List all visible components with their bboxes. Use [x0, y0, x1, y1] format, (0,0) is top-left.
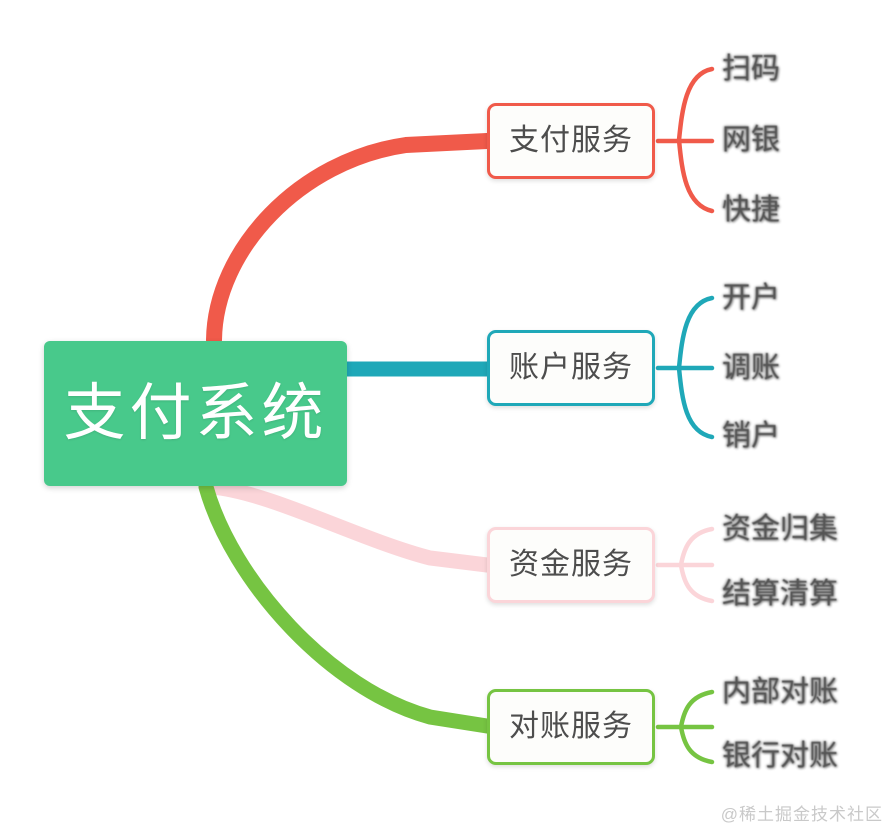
leaf-label[interactable]: 银行对账: [722, 740, 839, 772]
brace-branch-1: [676, 295, 715, 440]
edge-root-to-branch-2: [204, 479, 495, 573]
root-node-label: 支付系统: [63, 378, 328, 448]
branch-node-payment-service[interactable]: 支付服务: [487, 103, 655, 179]
brace-branch-3: [678, 689, 715, 765]
branch-node-reconciliation-service[interactable]: 对账服务: [487, 689, 655, 765]
edge-root-to-branch-3: [198, 479, 495, 734]
leaf-label[interactable]: 调账: [722, 352, 781, 384]
brace-branch-0: [676, 66, 715, 214]
leaf-label[interactable]: 内部对账: [722, 676, 839, 708]
leaf-label[interactable]: 快捷: [722, 194, 781, 226]
edge-root-to-branch-0: [206, 133, 495, 348]
branch-node-label: 对账服务: [509, 710, 633, 743]
leaf-label[interactable]: 结算清算: [722, 578, 839, 610]
branch-node-label: 资金服务: [509, 548, 633, 581]
brace-branch-2: [678, 526, 715, 604]
branch-node-label: 账户服务: [509, 351, 633, 384]
leaf-label[interactable]: 开户: [722, 282, 781, 314]
watermark: @稀土掘金技术社区: [720, 805, 883, 824]
root-node[interactable]: 支付系统: [44, 341, 347, 486]
leaf-label[interactable]: 网银: [722, 124, 781, 156]
leaf-label[interactable]: 销户: [722, 420, 781, 452]
branch-node-account-service[interactable]: 账户服务: [487, 330, 655, 406]
leaf-label[interactable]: 扫码: [722, 53, 781, 85]
leaf-label[interactable]: 资金归集: [722, 513, 839, 545]
branch-node-fund-service[interactable]: 资金服务: [487, 527, 655, 603]
branch-node-label: 支付服务: [509, 124, 633, 157]
